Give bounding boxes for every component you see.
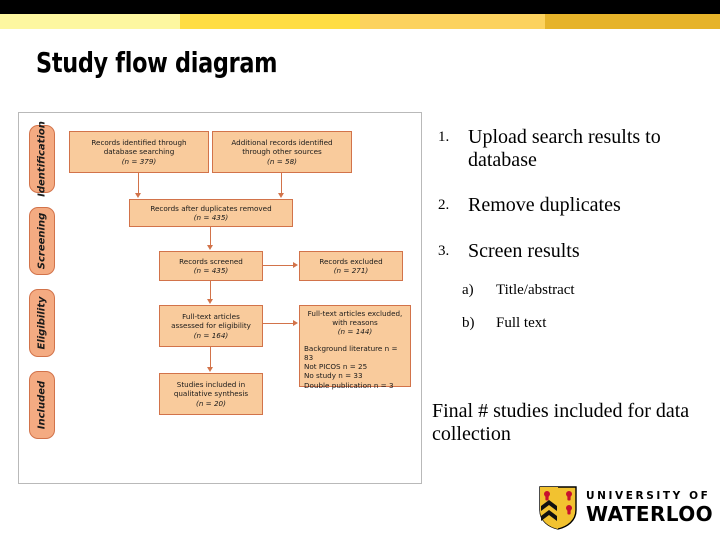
- list-item: 3. Screen results: [438, 240, 706, 263]
- stage-label-eligibility-text: Eligibility: [36, 296, 48, 350]
- box-duplicates-removed: Records after duplicates removed (n = 43…: [129, 199, 293, 227]
- arrow-into-studies-included: [207, 367, 213, 372]
- box-records-excluded-line1: Records excluded: [319, 256, 383, 266]
- arrow-into-fulltext-excluded: [293, 320, 298, 326]
- box-identified-database-line1: Records identified through: [91, 138, 187, 148]
- stage-label-screening-text: Screening: [36, 212, 48, 270]
- stripe-segment-1: [0, 14, 180, 29]
- exclusion-reason-item: Background literature n = 83: [304, 343, 398, 362]
- stage-label-identification-text: Identification: [36, 121, 48, 197]
- header-color-stripe: [0, 14, 720, 29]
- arrow-into-screened: [207, 245, 213, 250]
- connector-screened-to-excluded: [263, 265, 294, 267]
- step-number: 2.: [438, 197, 450, 214]
- box-fulltext-assessed-line2: assessed for eligibility: [171, 321, 251, 331]
- substep-text: Full text: [496, 315, 547, 331]
- arrow-into-duplicates-right: [278, 193, 284, 198]
- box-studies-included: Studies included in qualitative synthesi…: [159, 373, 263, 415]
- header-black-band: [0, 0, 720, 14]
- box-duplicates-removed-line1: Records after duplicates removed: [150, 203, 272, 213]
- box-records-excluded-n: (n = 271): [333, 266, 369, 275]
- step-number: 1.: [438, 129, 450, 145]
- box-records-screened-n: (n = 435): [193, 266, 229, 275]
- box-records-screened-line1: Records screened: [179, 256, 243, 266]
- box-studies-included-line2: qualitative synthesis: [173, 389, 249, 399]
- connector-fulltext-to-included: [210, 347, 212, 369]
- stripe-segment-4: [545, 14, 720, 29]
- stage-label-eligibility: Eligibility: [29, 289, 55, 357]
- box-records-screened: Records screened (n = 435): [159, 251, 263, 281]
- exclusion-reason-item: Double publication n = 3: [304, 380, 394, 390]
- box-identified-other-line1: Additional records identified: [231, 138, 333, 148]
- stripe-segment-3: [360, 14, 545, 29]
- list-item: a) Title/abstract: [462, 282, 712, 299]
- page-title: Study flow diagram: [36, 46, 278, 79]
- stage-label-included-text: Included: [36, 380, 48, 430]
- substep-label: a): [462, 282, 474, 298]
- stripe-segment-2: [180, 14, 360, 29]
- box-identified-other-n: (n = 58): [267, 156, 297, 166]
- box-identified-database-line2: database searching: [103, 147, 175, 157]
- box-fulltext-excluded-line2: with reasons: [332, 318, 378, 328]
- step-text: Screen results: [468, 239, 580, 262]
- box-studies-included-n: (n = 20): [196, 398, 226, 408]
- exclusion-reason-item: No study n = 33: [304, 371, 363, 381]
- logo-bottom-line: WATERLOO: [586, 501, 714, 526]
- exclusion-reason-item: Not PICOS n = 25: [304, 362, 368, 372]
- stage-label-identification: Identification: [29, 121, 55, 197]
- connector-identified-other-down: [281, 173, 283, 195]
- logo-wordmark: UNIVERSITY OF WATERLOO: [586, 491, 713, 525]
- list-item: 2. Remove duplicates: [438, 194, 706, 217]
- box-fulltext-excluded-line1: Full-text articles excluded,: [307, 309, 403, 318]
- stage-label-included: Included: [29, 371, 55, 439]
- box-fulltext-assessed: Full-text articles assessed for eligibil…: [159, 305, 263, 347]
- box-fulltext-assessed-n: (n = 164): [193, 330, 229, 340]
- box-studies-included-line1: Studies included in: [176, 380, 246, 390]
- step-text: Upload search results to database: [468, 126, 661, 172]
- step-number: 3.: [438, 242, 450, 259]
- connector-duplicates-to-screened: [210, 227, 212, 247]
- arrow-into-records-excluded: [293, 262, 298, 268]
- substeps-list: a) Title/abstract b) Full text: [462, 282, 712, 348]
- box-identified-other-line2: through other sources: [242, 147, 322, 157]
- list-item: 1. Upload search results to database: [438, 126, 706, 172]
- prisma-flow-diagram: Identification Screening Eligibility Inc…: [18, 112, 422, 484]
- box-duplicates-removed-n: (n = 435): [193, 213, 229, 222]
- waterloo-shield-icon: [539, 486, 577, 530]
- connector-identified-db-down: [138, 173, 140, 195]
- arrow-into-fulltext: [207, 299, 213, 304]
- box-records-identified-database: Records identified through database sear…: [69, 131, 209, 173]
- list-item: b) Full text: [462, 315, 712, 332]
- box-identified-database-n: (n = 379): [121, 156, 157, 166]
- steps-list: 1. Upload search results to database 2. …: [438, 126, 706, 285]
- arrow-into-duplicates-left: [135, 193, 141, 198]
- final-note: Final # studies included for data collec…: [432, 400, 690, 446]
- box-fulltext-excluded-n: (n = 144): [337, 327, 373, 337]
- logo-top-line: UNIVERSITY OF: [586, 490, 711, 503]
- step-text: Remove duplicates: [468, 194, 621, 217]
- box-records-identified-other: Additional records identified through ot…: [212, 131, 352, 173]
- substep-text: Title/abstract: [496, 282, 575, 298]
- box-fulltext-assessed-line1: Full-text articles: [182, 312, 240, 322]
- university-of-waterloo-logo: UNIVERSITY OF WATERLOO: [539, 485, 713, 531]
- substep-label: b): [462, 315, 475, 331]
- stage-label-screening: Screening: [29, 207, 55, 275]
- box-fulltext-excluded: Full-text articles excluded, with reason…: [299, 305, 411, 390]
- connector-screened-to-fulltext: [210, 281, 212, 301]
- connector-fulltext-to-excluded: [263, 323, 294, 325]
- box-records-excluded: Records excluded (n = 271): [299, 251, 403, 281]
